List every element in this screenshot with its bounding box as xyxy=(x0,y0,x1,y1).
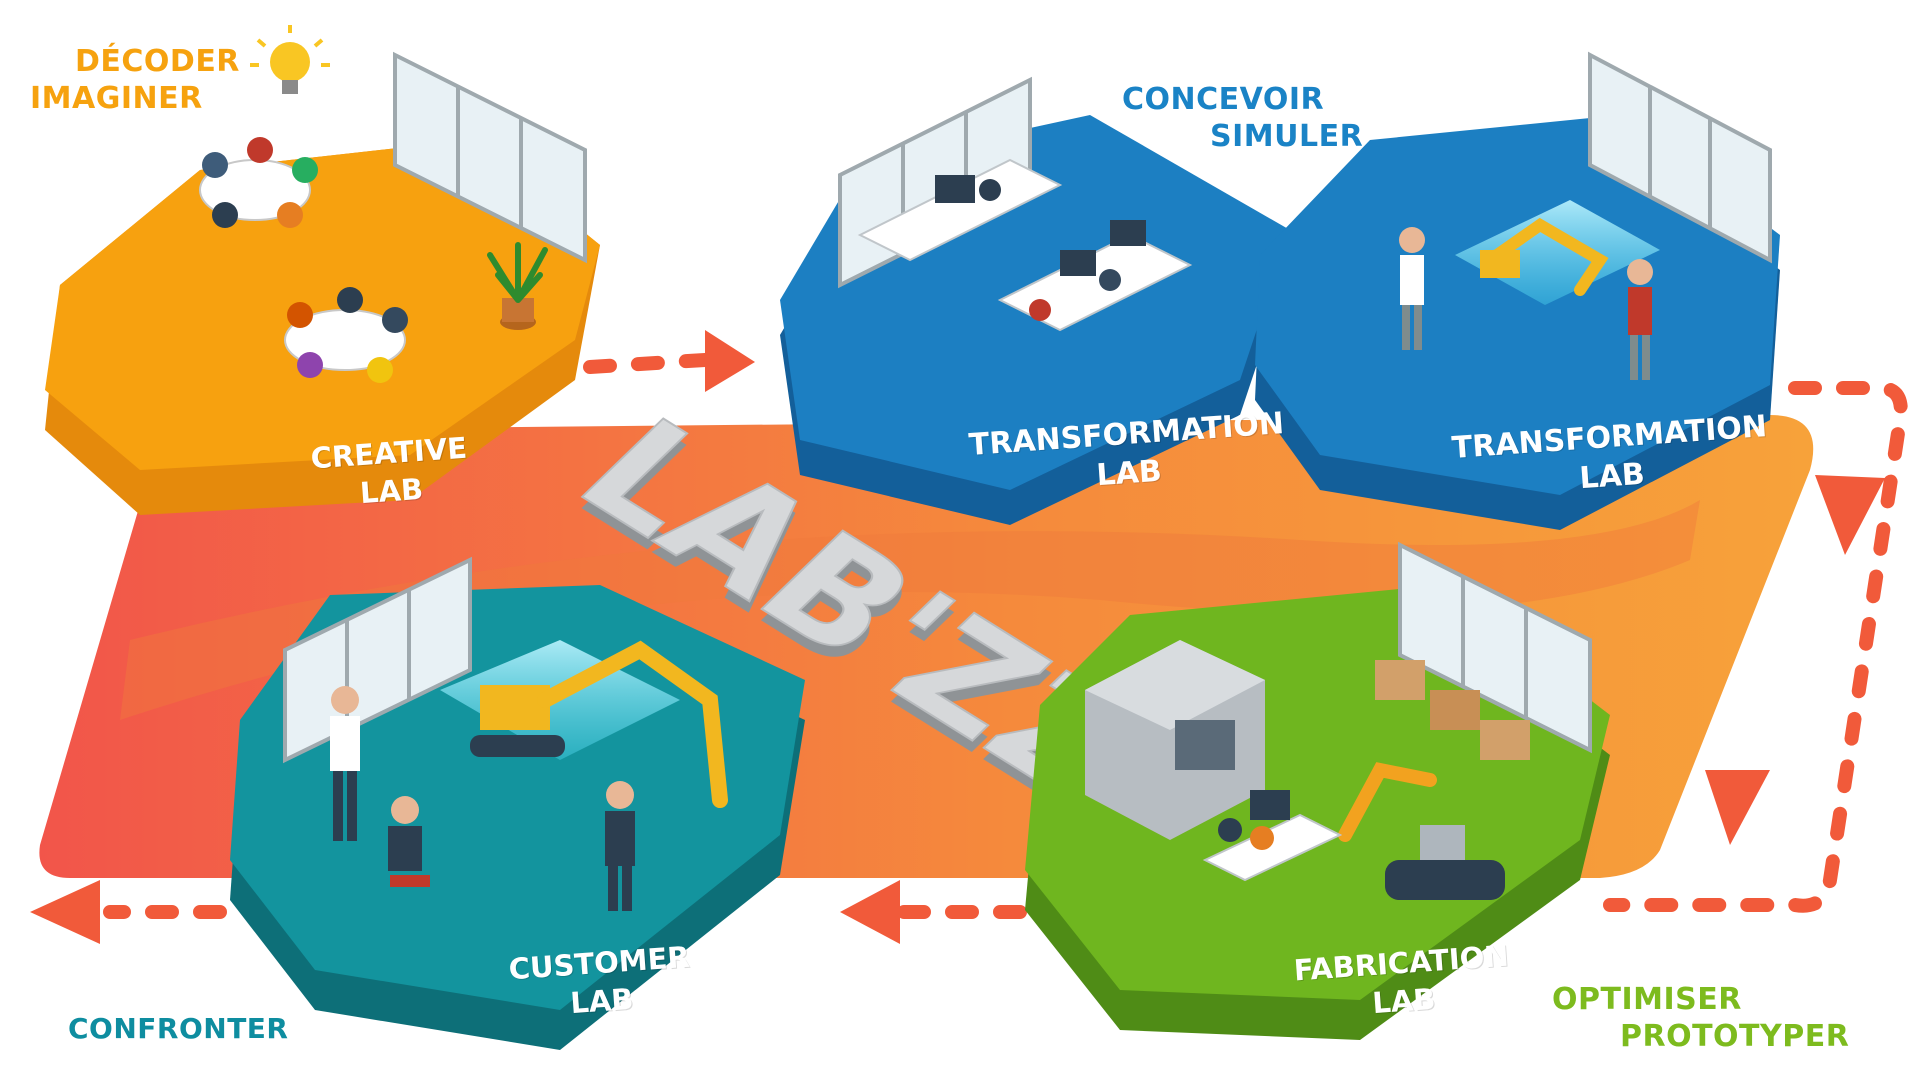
hologram-excavator-icon xyxy=(1455,200,1660,305)
cnc-machine-icon xyxy=(1085,640,1265,840)
flow-arrow-customer-out xyxy=(30,880,227,944)
flow-arrow-fabrication-to-customer xyxy=(840,880,1027,944)
seated-vr-person-icon xyxy=(388,796,430,887)
phase-prototyper: PROTOTYPER xyxy=(1620,1018,1850,1054)
phase-confronter: CONFRONTER xyxy=(68,1012,289,1045)
phase-label-transformation: CONCEVOIR SIMULER xyxy=(1122,82,1363,155)
observer-person-icon xyxy=(605,781,635,911)
fabrication-lab-window xyxy=(1398,541,1592,754)
phase-simuler: SIMULER xyxy=(1210,118,1364,154)
fabrication-lab-title: FABRICATION LAB xyxy=(1293,938,1513,1028)
creative-lab-meeting-tables xyxy=(199,137,408,383)
fabrication-lab-platform xyxy=(1025,541,1610,1040)
phase-decoder: DÉCODER xyxy=(75,44,240,79)
workstation-people-icon xyxy=(1202,790,1343,882)
customer-lab-title: CUSTOMER LAB xyxy=(508,939,694,1027)
transformation-lab-b-window xyxy=(1588,51,1772,264)
customer-lab-window xyxy=(283,556,472,764)
phase-label-customer: CONFRONTER xyxy=(68,1012,289,1046)
lightbulb-icon xyxy=(250,25,330,94)
customer-lab-platform xyxy=(230,556,805,1050)
creative-lab-platform xyxy=(45,51,600,515)
phase-concevoir: CONCEVOIR xyxy=(1122,82,1325,117)
creative-lab-plant-icon xyxy=(487,242,548,330)
phase-label-fabrication: OPTIMISER PROTOTYPER xyxy=(1552,982,1849,1055)
vr-person-icon xyxy=(1399,227,1425,350)
creative-lab-title: CREATIVE LAB xyxy=(310,430,471,516)
phase-imaginer: IMAGINER xyxy=(30,80,203,116)
cardboard-boxes-icon xyxy=(1375,660,1530,760)
phase-optimiser: OPTIMISER xyxy=(1552,982,1742,1017)
transformation-lab-a-platform xyxy=(780,76,1290,525)
phase-label-creative: DÉCODER IMAGINER xyxy=(30,44,240,117)
transformation-lab-b-platform xyxy=(1255,51,1780,530)
ribbon-sweep xyxy=(120,500,1700,720)
conveyor-robot-icon xyxy=(1338,762,1505,900)
customer-lab-hologram-excavator-icon xyxy=(440,640,728,808)
flow-arrow-right-loop xyxy=(1603,381,1908,913)
creative-lab-window xyxy=(393,51,587,264)
transformation-lab-a-desks xyxy=(857,158,1193,332)
presenter-person-icon xyxy=(330,686,360,841)
engineer-person-icon xyxy=(1627,259,1653,380)
flow-arrow-creative-to-transformation xyxy=(583,330,755,392)
